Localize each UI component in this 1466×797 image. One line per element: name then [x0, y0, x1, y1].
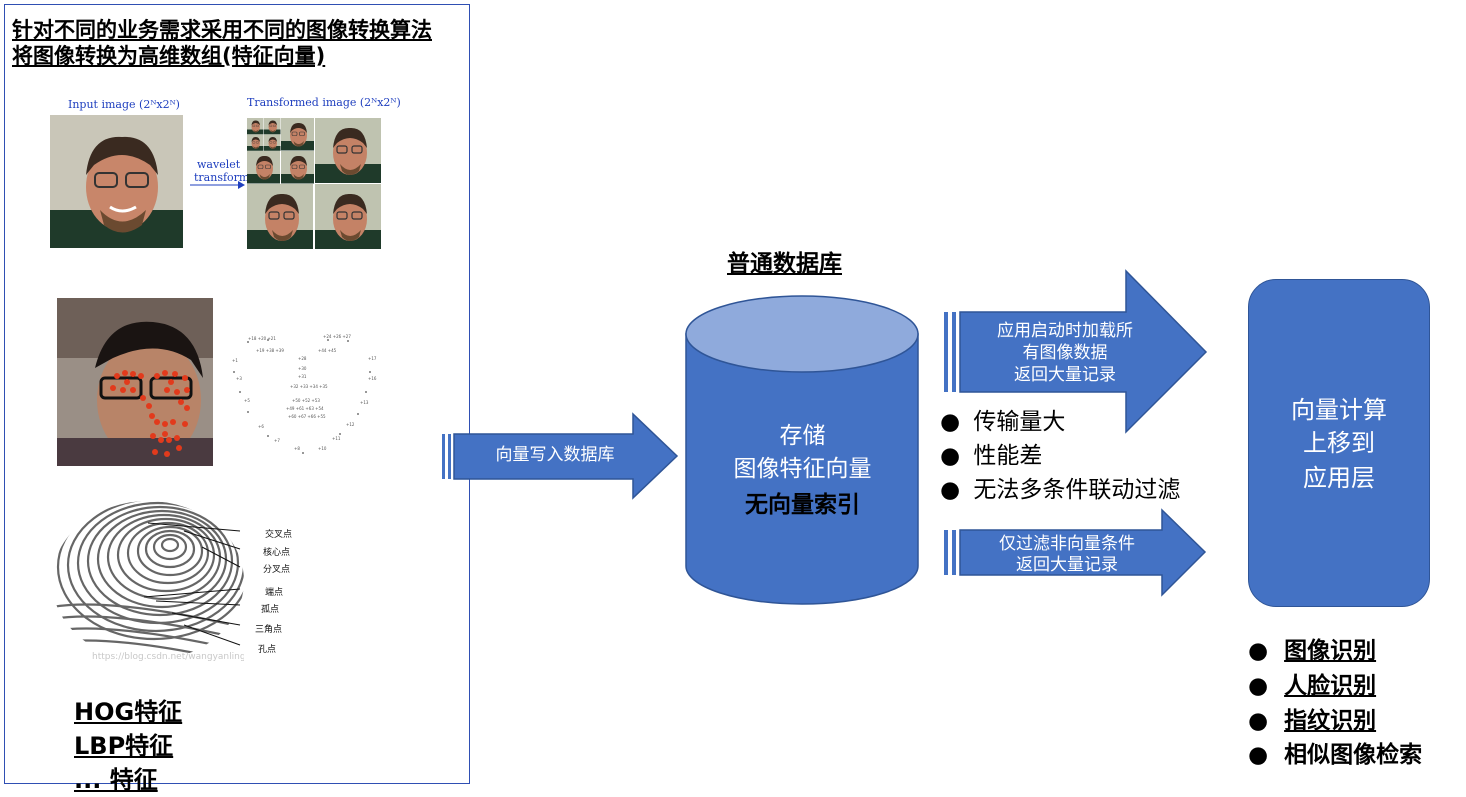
svg-text:+8: +8 [294, 446, 300, 451]
svg-text:+31: +31 [298, 374, 307, 379]
application-item: ● 指纹识别 [1248, 708, 1377, 734]
fp-label-delta: 三角点 [255, 625, 283, 635]
svg-text:+5: +5 [244, 398, 250, 403]
transform-label: transform [194, 171, 250, 184]
transform-arrow-icon [190, 181, 245, 189]
filter-arrow-shape [944, 508, 1207, 597]
svg-text:+12: +12 [346, 422, 355, 427]
panel-heading-line1: 针对不同的业务需求采用不同的图像转换算法 [12, 18, 432, 42]
app-box-line2: 上移到 [1303, 429, 1375, 457]
app-box-line3: 应用层 [1303, 464, 1375, 492]
application-label: 相似图像检索 [1284, 742, 1423, 768]
svg-text:+32 +33 +34 +35: +32 +33 +34 +35 [290, 384, 328, 389]
application-item: ● 图像识别 [1248, 638, 1377, 664]
svg-text:+44 +45: +44 +45 [318, 348, 337, 353]
svg-text:+28: +28 [298, 356, 307, 361]
database-line-store: 存储 [779, 423, 826, 449]
svg-text:+17: +17 [368, 356, 377, 361]
load-arrow-line2: 有图像数据 [1022, 343, 1108, 363]
panel-heading-line2: 将图像转换为高维数组(特征向量) [12, 44, 326, 68]
fingerprint-image: https://blog.csdn.net/wangyanlinglm [52, 501, 244, 662]
svg-text:+30: +30 [298, 366, 307, 371]
database-cylinder-icon [685, 295, 919, 605]
input-image-caption: Input image (2ᴺx2ᴺ) [68, 98, 180, 111]
drawback-item: ● 无法多条件联动过滤 [940, 477, 1181, 503]
filter-arrow-line1: 仅过滤非向量条件 [999, 534, 1135, 554]
landmark-points-diagram: +18 +20 +21 +24 +26 +27 +19 +38 +39 +44 +4… [232, 334, 377, 454]
svg-text:+10: +10 [318, 446, 327, 451]
fp-label-core: 核心点 [263, 548, 291, 558]
feature-lbp: LBP特征 [74, 732, 174, 760]
database-line-vectors: 图像特征向量 [733, 456, 872, 482]
landmark-face-image [57, 298, 213, 466]
write-arrow-label: 向量写入数据库 [495, 445, 615, 465]
load-arrow-line3: 返回大量记录 [1014, 365, 1116, 385]
transformed-face-grid [247, 118, 381, 249]
svg-text:+50 +52 +53: +50 +52 +53 [292, 398, 320, 403]
svg-text:+19 +38 +39: +19 +38 +39 [256, 348, 284, 353]
drawback-label: 传输量大 [973, 409, 1066, 435]
wavelet-label: wavelet [197, 158, 241, 171]
svg-text:+11: +11 [332, 436, 341, 441]
svg-text:+60 +67 +66 +55: +60 +67 +66 +55 [288, 414, 326, 419]
svg-text:+16: +16 [368, 376, 377, 381]
fp-label-bifurcation: 分叉点 [263, 565, 291, 575]
drawback-item: ● 性能差 [940, 443, 1043, 469]
filter-arrow-line2: 返回大量记录 [1016, 555, 1118, 575]
svg-text:+18 +20 +21: +18 +20 +21 [248, 336, 276, 341]
database-line-no-index: 无向量索引 [745, 492, 860, 518]
svg-text:+13: +13 [360, 400, 369, 405]
application-label: 人脸识别 [1284, 673, 1377, 699]
svg-text:+1: +1 [232, 358, 238, 363]
svg-text:+3: +3 [236, 376, 242, 381]
database-title: 普通数据库 [727, 251, 842, 277]
fp-label-crossing: 交叉点 [265, 530, 293, 540]
drawback-label: 性能差 [973, 443, 1043, 469]
transformed-image-caption: Transformed image (2ᴺx2ᴺ) [247, 96, 401, 109]
load-arrow-shape [944, 269, 1208, 434]
feature-hog: HOG特征 [74, 698, 183, 726]
svg-text:+7: +7 [274, 438, 280, 443]
load-arrow-line1: 应用启动时加载所 [997, 321, 1133, 341]
svg-text:+24 +26 +27: +24 +26 +27 [323, 334, 351, 339]
landmark-dots [110, 370, 190, 457]
application-label: 指纹识别 [1284, 708, 1377, 734]
drawback-item: ● 传输量大 [940, 409, 1066, 435]
input-face-image [50, 115, 183, 248]
svg-text:+6: +6 [258, 424, 264, 429]
drawback-label: 无法多条件联动过滤 [973, 477, 1181, 503]
fp-label-ending: 端点 [265, 588, 284, 598]
feature-other: ... 特征 [74, 766, 158, 794]
fingerprint-watermark: https://blog.csdn.net/wangyanlinglm [92, 652, 244, 662]
app-layer-box [1248, 279, 1430, 607]
application-item: ● 相似图像检索 [1248, 742, 1423, 768]
application-label: 图像识别 [1284, 638, 1377, 664]
application-item: ● 人脸识别 [1248, 673, 1377, 699]
fp-label-isolated: 孤点 [261, 605, 280, 615]
fp-label-pore: 孔点 [258, 645, 277, 655]
write-arrow-shape [442, 412, 679, 500]
svg-text:+49 +61 +63 +54: +49 +61 +63 +54 [286, 406, 324, 411]
app-box-line1: 向量计算 [1291, 396, 1387, 424]
